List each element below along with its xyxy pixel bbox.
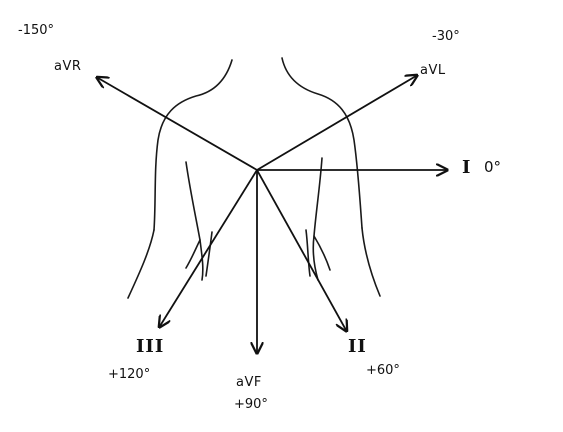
avf-angle-label: +90° (234, 397, 268, 412)
avr-angle-label: -150° (18, 23, 55, 38)
axis-ii (256, 169, 346, 330)
torso-outline (127, 57, 381, 299)
axis-avl (256, 76, 416, 171)
i-angle-label: 0° (484, 158, 502, 176)
left-neck-line (153, 59, 233, 231)
i-name-label: I (462, 157, 472, 178)
right-arm-inner (312, 157, 323, 281)
avl-name-label: aVL (420, 63, 446, 78)
avl-angle-label: -30° (432, 29, 460, 44)
lead-axes (98, 76, 446, 352)
avr-name-label: aVR (54, 59, 82, 74)
left-arm-outer (127, 229, 155, 299)
avf-name-label: aVF (236, 375, 262, 390)
left-arm-inner-2 (185, 239, 201, 269)
ii-angle-label: +60° (366, 363, 400, 378)
right-arm-inner-2 (313, 235, 331, 271)
axis-iii (160, 169, 258, 326)
iii-angle-label: +120° (108, 367, 151, 382)
left-torso-side (205, 231, 213, 277)
axis-avr (98, 78, 258, 171)
right-neck-line (281, 57, 363, 229)
right-arm-outer (361, 227, 381, 297)
ii-name-label: II (348, 336, 367, 357)
right-torso-side (305, 229, 311, 277)
iii-name-label: III (136, 336, 165, 357)
